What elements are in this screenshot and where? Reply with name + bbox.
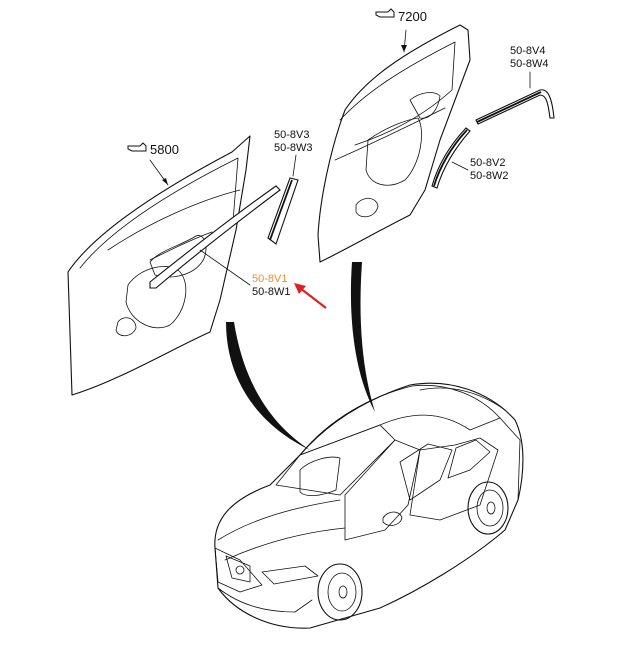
- rear-top-moulding[interactable]: [475, 89, 555, 125]
- connector-swoosh-rear: [350, 262, 375, 412]
- front-wheel: [317, 563, 363, 621]
- label-50-8W1[interactable]: 50-8W1: [252, 286, 291, 298]
- vehicle-illustration: [214, 382, 524, 629]
- rear-wheel: [467, 481, 509, 535]
- leader-lines: [149, 29, 531, 286]
- label-50-8W4[interactable]: 50-8W4: [510, 58, 549, 70]
- connector-swoosh-front: [226, 322, 310, 450]
- hand-pointer-icon-5800: [127, 142, 147, 152]
- front-belt-moulding[interactable]: [149, 185, 281, 289]
- rear-door-panel[interactable]: [317, 24, 471, 263]
- ref-7200[interactable]: 7200: [398, 9, 427, 24]
- rear-belt-moulding[interactable]: [431, 127, 471, 189]
- hand-pointer-icon-7200: [375, 8, 395, 18]
- ref-5800[interactable]: 5800: [150, 142, 179, 157]
- label-50-8V2[interactable]: 50-8V2: [470, 157, 505, 169]
- label-50-8W3[interactable]: 50-8W3: [274, 142, 313, 154]
- label-50-8V4[interactable]: 50-8V4: [510, 45, 545, 57]
- label-50-8V3[interactable]: 50-8V3: [274, 129, 309, 141]
- highlight-arrow: [294, 283, 327, 309]
- label-50-8V1-highlighted[interactable]: 50-8V1: [252, 273, 287, 285]
- label-50-8W2[interactable]: 50-8W2: [470, 170, 509, 182]
- front-door-rear-moulding[interactable]: [267, 177, 299, 245]
